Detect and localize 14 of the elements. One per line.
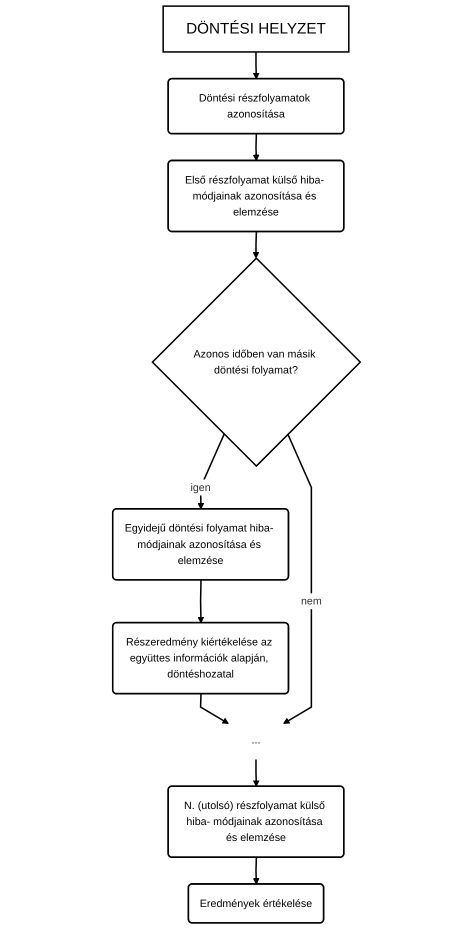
arrow (252, 52, 260, 80)
arrow (252, 134, 260, 162)
arrow (252, 858, 260, 885)
arrow (200, 694, 229, 724)
arrow (252, 232, 260, 259)
edge-label: igen (190, 480, 211, 494)
arrow (198, 434, 225, 510)
arrow (283, 434, 312, 724)
node-diamond: Azonos időben van másik döntési folyamat? (151, 257, 362, 468)
node-text: ... (252, 733, 260, 746)
arrow (198, 580, 204, 624)
arrow (252, 759, 260, 787)
node-box: DÖNTÉSI HELYZET (162, 5, 350, 53)
edge-label: nem (300, 594, 322, 607)
